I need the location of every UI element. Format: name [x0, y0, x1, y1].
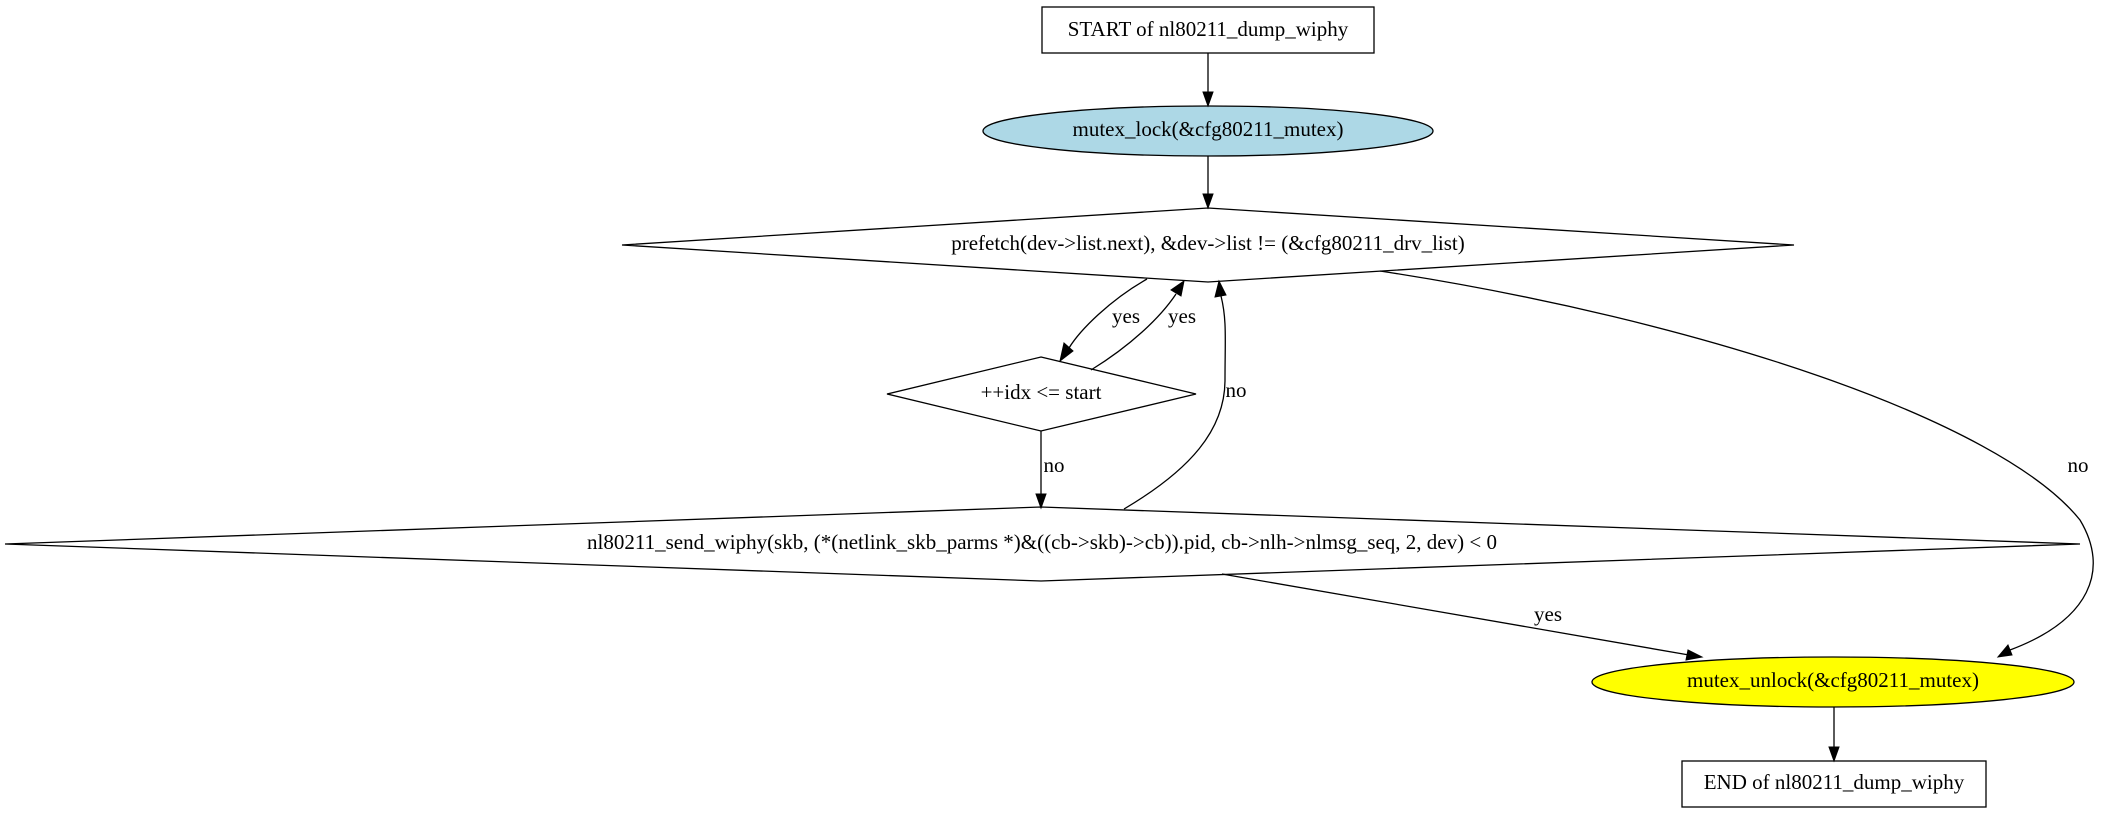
edge-idx-to-send-arrow	[1035, 493, 1047, 510]
node-loop-condition: prefetch(dev->list.next), &dev->list != …	[621, 207, 1795, 283]
start-label: START of nl80211_dump_wiphy	[1068, 17, 1349, 41]
edge-idx-to-loop: yes	[1090, 279, 1196, 371]
edge-loop-to-idx-arrow	[1059, 342, 1074, 363]
edge-send-to-unlock-label: yes	[1534, 602, 1562, 626]
edge-send-to-loop-line	[1123, 295, 1226, 510]
loop-condition-label: prefetch(dev->list.next), &dev->list != …	[951, 231, 1465, 255]
edge-send-to-loop: no	[1123, 279, 1247, 510]
send-condition-label: nl80211_send_wiphy(skb, (*(netlink_skb_p…	[587, 530, 1497, 554]
mutex-unlock-label: mutex_unlock(&cfg80211_mutex)	[1687, 668, 1979, 692]
edge-lock-to-loop-arrow	[1202, 193, 1214, 210]
edge-unlock-to-end	[1828, 707, 1840, 763]
edge-send-to-loop-label: no	[1226, 378, 1247, 402]
edge-loop-to-unlock-arrow	[1996, 644, 2013, 658]
node-idx-condition: ++idx <= start	[886, 356, 1197, 432]
edge-idx-to-loop-label: yes	[1168, 304, 1196, 328]
edge-start-to-lock	[1202, 53, 1214, 108]
end-box	[1681, 760, 1987, 808]
node-send-condition: nl80211_send_wiphy(skb, (*(netlink_skb_p…	[4, 506, 2081, 582]
idx-condition-label: ++idx <= start	[981, 380, 1102, 404]
edge-start-to-lock-arrow	[1202, 91, 1214, 108]
end-label: END of nl80211_dump_wiphy	[1704, 770, 1965, 794]
edge-loop-to-idx: yes	[1059, 278, 1148, 363]
edge-idx-to-loop-arrow	[1170, 279, 1185, 297]
edge-loop-to-unlock: no	[1379, 270, 2094, 658]
node-start: START of nl80211_dump_wiphy	[1041, 6, 1375, 54]
mutex-unlock-ellipse	[1591, 656, 2075, 708]
edge-idx-to-send-label: no	[1044, 453, 1065, 477]
node-end: END of nl80211_dump_wiphy	[1681, 760, 1987, 808]
edge-loop-to-idx-line	[1068, 278, 1148, 349]
edge-send-to-unlock-arrow	[1685, 649, 1704, 661]
edge-lock-to-loop	[1202, 156, 1214, 210]
loop-condition-diamond	[621, 207, 1795, 283]
edge-send-to-unlock: yes	[1221, 573, 1704, 661]
edge-send-to-unlock-line	[1221, 573, 1690, 656]
edge-loop-to-unlock-line	[1379, 270, 2094, 651]
edge-idx-to-send: no	[1035, 431, 1065, 510]
edge-send-to-loop-arrow	[1214, 279, 1227, 298]
send-condition-diamond	[4, 506, 2081, 582]
node-mutex-unlock: mutex_unlock(&cfg80211_mutex)	[1591, 656, 2075, 708]
node-mutex-lock: mutex_lock(&cfg80211_mutex)	[982, 105, 1434, 157]
edge-loop-to-idx-label: yes	[1112, 304, 1140, 328]
mutex-lock-label: mutex_lock(&cfg80211_mutex)	[1073, 117, 1344, 141]
edge-loop-to-unlock-label: no	[2068, 453, 2089, 477]
edge-unlock-to-end-arrow	[1828, 746, 1840, 763]
start-box	[1041, 6, 1375, 54]
edge-idx-to-loop-line	[1090, 293, 1177, 371]
